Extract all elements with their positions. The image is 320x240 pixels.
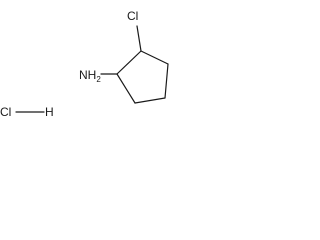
bond-c2-cl bbox=[136, 25, 142, 52]
amine-subscript: 2 bbox=[96, 75, 101, 84]
ring-bond-c5-c1 bbox=[116, 73, 136, 104]
ring-bond-c3-c4 bbox=[164, 63, 169, 99]
ring-bond-c4-c5 bbox=[134, 97, 166, 104]
ring-bond-c1-c2 bbox=[116, 50, 142, 75]
salt-hydrogen-label: H bbox=[45, 105, 54, 119]
salt-chlorine-label: Cl bbox=[0, 105, 11, 119]
ring-chlorine-label: Cl bbox=[127, 9, 138, 23]
ring-bond-c2-c3 bbox=[140, 50, 169, 65]
amine-label: NH2 bbox=[79, 68, 101, 84]
structure-diagram: Cl NH2 Cl H bbox=[0, 9, 169, 119]
amine-nh-label: NH bbox=[79, 68, 96, 82]
